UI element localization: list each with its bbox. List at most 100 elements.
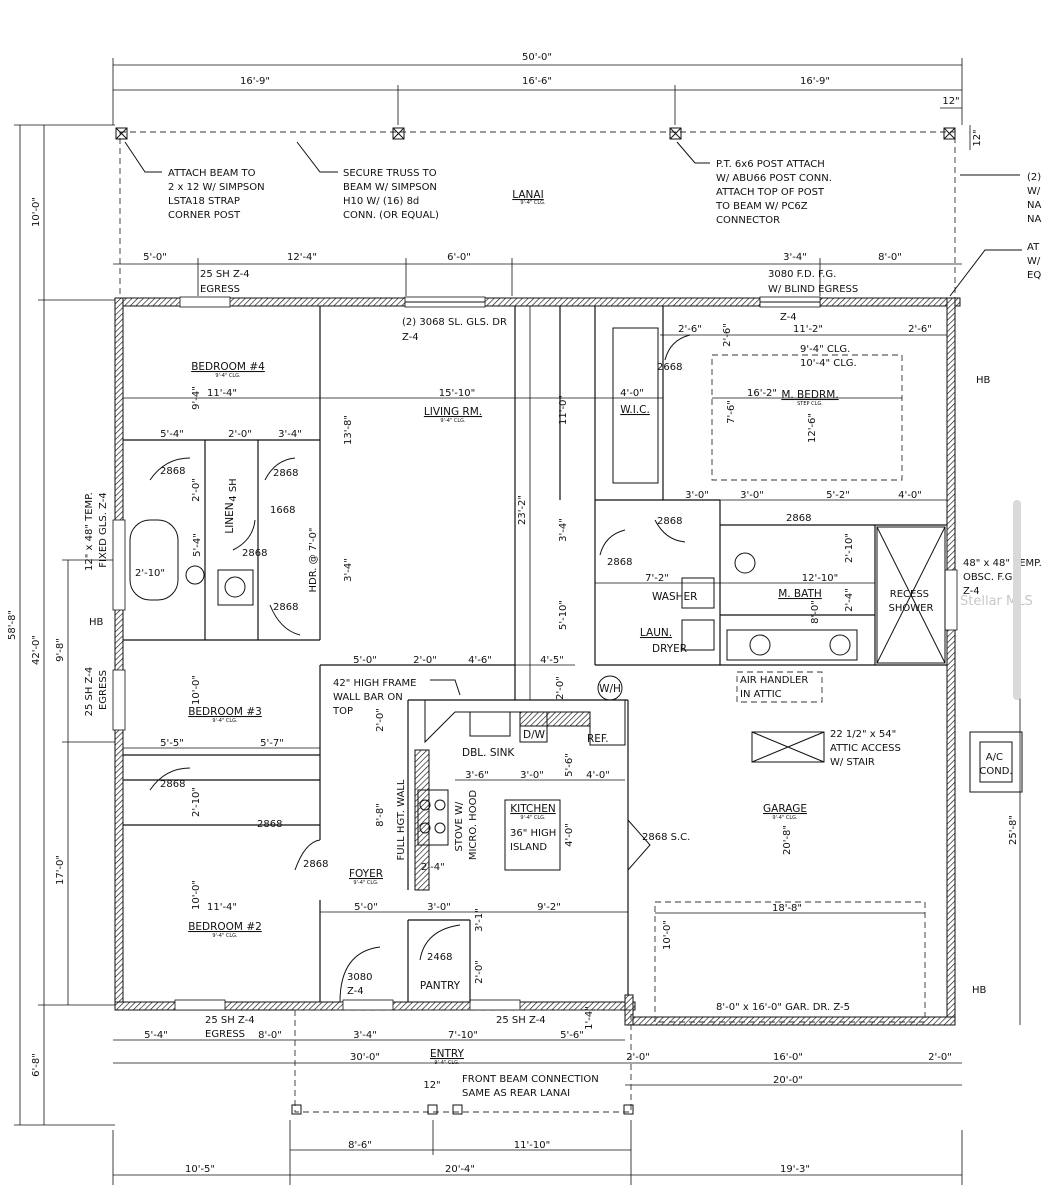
svg-text:3'-4": 3'-4" xyxy=(558,518,569,542)
svg-text:11'-0": 11'-0" xyxy=(558,395,569,425)
svg-text:2'-10": 2'-10" xyxy=(135,568,165,579)
svg-text:11'-4": 11'-4" xyxy=(207,902,237,913)
dim-seg-2: 16'-6" xyxy=(522,76,552,87)
svg-text:8'-8": 8'-8" xyxy=(375,803,386,827)
note-secure-truss: SECURE TRUSS TO BEAM W/ SIMPSON H10 W/ (… xyxy=(343,168,440,221)
svg-text:17'-0": 17'-0" xyxy=(55,855,66,885)
dim-overall-width: 50'-0" xyxy=(522,52,552,63)
bottom-dimensions: 5'-4" 8'-0" 3'-4" 7'-10" 5'-6" 1'-4" 30'… xyxy=(112,1006,963,1185)
svg-text:2868: 2868 xyxy=(273,602,298,613)
svg-text:9'-8": 9'-8" xyxy=(55,638,66,662)
note-attic-access: 22 1/2" x 54" ATTIC ACCESS W/ STAIR xyxy=(830,729,904,768)
note-sh-egress-bottom: 25 SH Z-4 EGRESS xyxy=(205,1015,258,1040)
hose-bib-2: HB xyxy=(89,617,104,628)
hose-bib-1: HB xyxy=(976,375,991,386)
water-heater: W/H xyxy=(599,683,621,695)
room-kitchen: KITCHEN xyxy=(510,803,556,815)
svg-text:2'-0": 2'-0" xyxy=(191,478,202,502)
svg-text:2'-0": 2'-0" xyxy=(928,1052,952,1063)
svg-text:7'-2": 7'-2" xyxy=(645,573,669,584)
scroll-thumb[interactable] xyxy=(1013,500,1021,700)
washer: WASHER xyxy=(652,591,697,603)
interior-walls xyxy=(123,306,947,1002)
ac-condenser: A/C COND. xyxy=(979,752,1012,777)
svg-text:4'-0": 4'-0" xyxy=(898,490,922,501)
svg-text:2868: 2868 xyxy=(607,557,632,568)
exterior-walls xyxy=(112,296,961,1026)
svg-text:5'-7": 5'-7" xyxy=(260,738,284,749)
door-tags: 2868 2868 2868 2868 2868 2868 2868 2868 … xyxy=(149,334,811,1003)
svg-text:5'-4": 5'-4" xyxy=(192,533,203,557)
svg-text:5'-10": 5'-10" xyxy=(558,600,569,630)
dim-post-offset: 12" xyxy=(942,96,959,107)
svg-text:1'-4": 1'-4" xyxy=(584,1006,595,1030)
svg-text:9'-4" CLG.: 9'-4" CLG. xyxy=(520,815,546,821)
svg-text:11'-10": 11'-10" xyxy=(514,1140,550,1151)
svg-text:5'-6": 5'-6" xyxy=(560,1030,584,1041)
svg-text:2868: 2868 xyxy=(257,819,282,830)
svg-text:9'-4" CLG.: 9'-4" CLG. xyxy=(215,373,241,379)
svg-text:7'-10": 7'-10" xyxy=(448,1030,478,1041)
note-garage-door: 8'-0" x 16'-0" GAR. DR. Z-5 xyxy=(716,1002,850,1013)
svg-text:20'-0": 20'-0" xyxy=(773,1075,803,1086)
refrigerator: REF. xyxy=(587,733,609,745)
svg-text:3'-1": 3'-1" xyxy=(474,908,485,932)
svg-text:2'-4": 2'-4" xyxy=(421,862,445,873)
svg-text:15'-10": 15'-10" xyxy=(439,388,475,399)
svg-text:6'-0": 6'-0" xyxy=(447,252,471,263)
note-right-cut-2: AT W/ EQ xyxy=(1027,242,1043,281)
dishwasher: D/W xyxy=(523,729,546,741)
dim-depth-house: 42'-0" xyxy=(31,635,42,665)
svg-text:1668: 1668 xyxy=(270,505,295,516)
top-dimensions: 50'-0" 16'-9" 16'-6" 16'-9" 12" 12" xyxy=(112,52,983,150)
svg-text:8'-0": 8'-0" xyxy=(810,600,821,624)
dim-depth-total: 58'-8" xyxy=(7,610,18,640)
left-dimensions: 58'-8" 10'-0" 42'-0" 6'-8" 9'-8" 17'-0" xyxy=(7,124,120,1126)
room-garage: GARAGE xyxy=(763,803,807,815)
svg-text:2468: 2468 xyxy=(427,952,452,963)
svg-text:11'-4": 11'-4" xyxy=(207,388,237,399)
double-sink: DBL. SINK xyxy=(462,747,515,759)
svg-text:2868: 2868 xyxy=(273,468,298,479)
svg-text:11'-2": 11'-2" xyxy=(793,324,823,335)
room-master-bath: M. BATH xyxy=(778,588,822,600)
svg-text:12'-6": 12'-6" xyxy=(807,413,818,443)
svg-text:STEP CLG.: STEP CLG. xyxy=(797,401,823,407)
svg-text:3'-4": 3'-4" xyxy=(343,558,354,582)
note-post-attach: P.T. 6x6 POST ATTACH W/ ABU66 POST CONN.… xyxy=(715,159,835,226)
svg-text:16'-0": 16'-0" xyxy=(773,1052,803,1063)
svg-text:8'-0": 8'-0" xyxy=(258,1030,282,1041)
svg-text:20'-4": 20'-4" xyxy=(445,1164,475,1175)
svg-text:2'-4": 2'-4" xyxy=(844,588,855,612)
svg-text:8'-0": 8'-0" xyxy=(878,252,902,263)
svg-text:8'-6": 8'-6" xyxy=(348,1140,372,1151)
svg-text:5'-0": 5'-0" xyxy=(354,902,378,913)
note-sc-door: 2868 S.C. xyxy=(642,832,690,843)
svg-text:2868: 2868 xyxy=(303,859,328,870)
svg-text:4'-0": 4'-0" xyxy=(586,770,610,781)
svg-text:2868: 2868 xyxy=(242,548,267,559)
svg-text:2'-6": 2'-6" xyxy=(722,323,733,347)
room-entry: ENTRY xyxy=(430,1048,465,1060)
svg-text:3'-6": 3'-6" xyxy=(465,770,489,781)
svg-text:9'-4" CLG.: 9'-4" CLG. xyxy=(772,815,798,821)
svg-text:2'-0": 2'-0" xyxy=(626,1052,650,1063)
svg-text:2'-0": 2'-0" xyxy=(413,655,437,666)
svg-text:2'-0": 2'-0" xyxy=(228,429,252,440)
note-sh-z4-bottom: 25 SH Z-4 xyxy=(496,1015,546,1026)
svg-text:4'-5": 4'-5" xyxy=(540,655,564,666)
svg-text:10'-0": 10'-0" xyxy=(191,675,202,705)
room-pantry: PANTRY xyxy=(420,980,461,992)
svg-text:4'-0": 4'-0" xyxy=(620,388,644,399)
svg-text:18'-8": 18'-8" xyxy=(772,903,802,914)
svg-text:12'-4": 12'-4" xyxy=(287,252,317,263)
svg-text:9'-4" CLG.: 9'-4" CLG. xyxy=(212,718,238,724)
svg-text:9'-2": 9'-2" xyxy=(537,902,561,913)
svg-text:2'-0": 2'-0" xyxy=(375,708,386,732)
svg-text:5'-4": 5'-4" xyxy=(160,429,184,440)
note-header: HDR. @ 7'-0" xyxy=(308,527,319,592)
svg-text:16'-2": 16'-2" xyxy=(747,388,777,399)
svg-text:7'-6": 7'-6" xyxy=(726,400,737,424)
note-attach-beam: ATTACH BEAM TO 2 x 12 W/ SIMPSON LSTA18 … xyxy=(168,168,268,221)
svg-text:2'-6": 2'-6" xyxy=(678,324,702,335)
